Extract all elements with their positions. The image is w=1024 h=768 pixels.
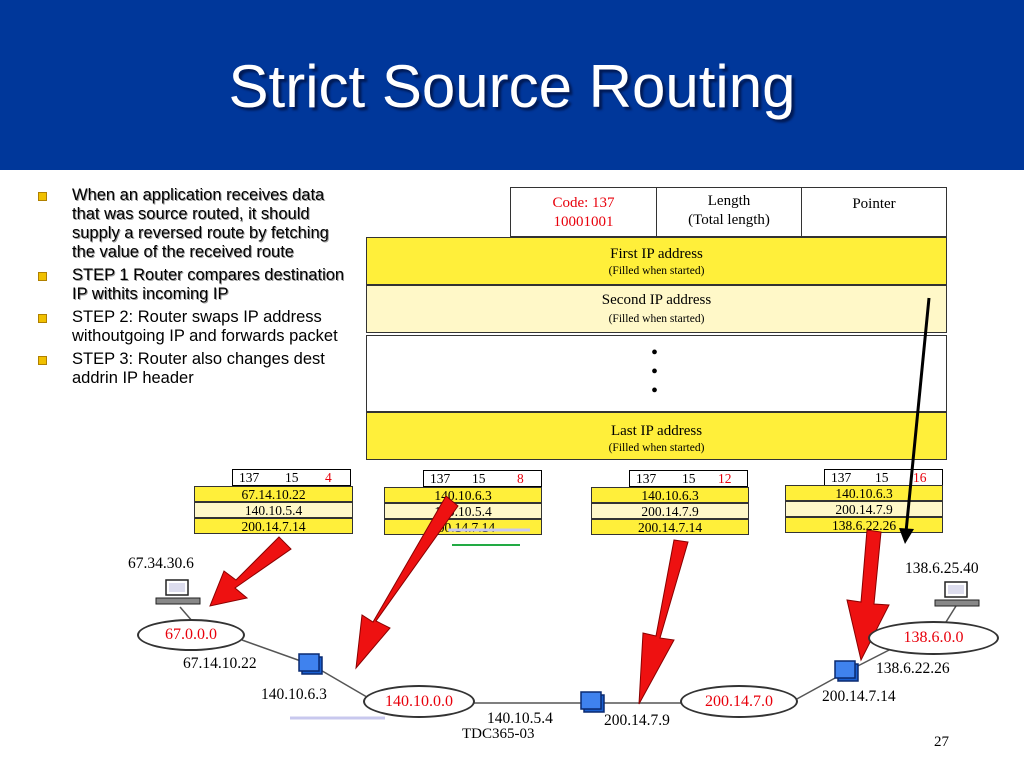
packet-length: 15 [682, 471, 696, 486]
packet-length: 15 [472, 471, 486, 486]
packet-code: 137 [831, 470, 852, 485]
interface-label: 67.14.10.22 [183, 655, 257, 672]
pointer-label: Pointer [852, 196, 896, 212]
packet-row: 200.14.7.14 [591, 519, 749, 535]
first-ip-note: (Filled when started) [608, 265, 705, 277]
routers [298, 653, 859, 713]
packet-row: 200.14.7.9 [591, 503, 749, 519]
packet-row: 140.10.6.3 [591, 487, 749, 503]
first-ip-row: First IP address (Filled when started) [366, 237, 947, 285]
length-cell: Length (Total length) [656, 187, 802, 237]
page-number: 27 [934, 734, 949, 750]
interface-label: 140.10.5.4 [487, 710, 553, 727]
bullet-list: When an application receives data that w… [34, 186, 352, 392]
pointer-cell: Pointer [801, 187, 947, 237]
packet-header: 137 15 12 [629, 470, 748, 487]
code-cell: Code: 137 10001001 [510, 187, 657, 237]
bullet-item: STEP 2: Router swaps IP address withoutg… [34, 308, 352, 346]
red-arrow [209, 536, 292, 607]
length-sub-label: (Total length) [688, 212, 770, 228]
pointer-arrow-line [904, 297, 931, 533]
packet-header: 137 15 8 [423, 470, 542, 487]
router-icon [834, 660, 856, 679]
ellipsis-dot: • [651, 342, 659, 364]
computer-icon [155, 579, 201, 605]
slide-title: Strict Source Routing [228, 53, 796, 120]
code-binary: 10001001 [553, 214, 614, 230]
packet-code: 137 [239, 470, 260, 485]
bullet-item: STEP 3: Router also changes dest addrin … [34, 350, 352, 388]
packet-row: 200.14.7.9 [785, 501, 943, 517]
second-ip-label: Second IP address [601, 292, 712, 308]
packet-length: 15 [875, 470, 889, 485]
interface-label: 200.14.7.14 [822, 688, 896, 705]
last-ip-note: (Filled when started) [608, 442, 705, 454]
bullet-item: STEP 1 Router compares destination IP wi… [34, 266, 352, 304]
ellipsis-dot: • [651, 380, 659, 402]
packet-row: 67.14.10.22 [194, 486, 353, 502]
pointer-arrow-head [899, 528, 914, 544]
last-ip-row: Last IP address (Filled when started) [366, 412, 947, 460]
network-ellipse: 140.10.0.0 [363, 685, 475, 718]
network-ellipse: 200.14.7.0 [680, 685, 798, 718]
packet-code: 137 [430, 471, 451, 486]
packet-row: 140.10.6.3 [785, 485, 943, 501]
packet-pointer: 12 [718, 471, 732, 486]
red-arrows [209, 495, 890, 705]
red-arrow [355, 495, 459, 670]
packet-pointer: 8 [517, 471, 524, 486]
router-icon [580, 691, 602, 710]
packet-row: 200.14.7.14 [194, 518, 353, 534]
red-arrow [638, 539, 689, 705]
interface-label: 140.10.6.3 [261, 686, 327, 703]
second-ip-row: Second IP address (Filled when started) [366, 285, 947, 333]
bullet-item: When an application receives data that w… [34, 186, 352, 262]
network-ellipse: 67.0.0.0 [137, 619, 245, 651]
second-ip-note: (Filled when started) [608, 313, 705, 325]
packet-length: 15 [285, 470, 299, 485]
interface-label: 138.6.22.26 [876, 660, 950, 677]
computer-icon [934, 581, 980, 607]
code-label: Code: 137 [552, 195, 615, 211]
packet-code: 137 [636, 471, 657, 486]
packet-row: 140.10.6.3 [384, 487, 542, 503]
host-link [945, 605, 957, 623]
length-label: Length [707, 193, 751, 209]
packet-row: 140.10.5.4 [194, 502, 353, 518]
footer-course: TDC365-03 [462, 726, 535, 742]
packet-pointer: 16 [913, 470, 927, 485]
last-ip-label: Last IP address [610, 423, 703, 439]
dest-host-label: 138.6.25.40 [905, 560, 979, 577]
network-ellipse: 138.6.0.0 [868, 621, 999, 655]
source-host-label: 67.34.30.6 [128, 555, 194, 572]
router-icon [298, 653, 320, 672]
interface-label: 200.14.7.9 [604, 712, 670, 729]
packet-pointer: 4 [325, 470, 332, 485]
ellipsis-row: • • • [366, 335, 947, 412]
ellipsis-dot: • [651, 361, 659, 383]
packet-header: 137 15 4 [232, 469, 351, 486]
title-bar [0, 0, 1024, 170]
first-ip-label: First IP address [610, 246, 703, 262]
